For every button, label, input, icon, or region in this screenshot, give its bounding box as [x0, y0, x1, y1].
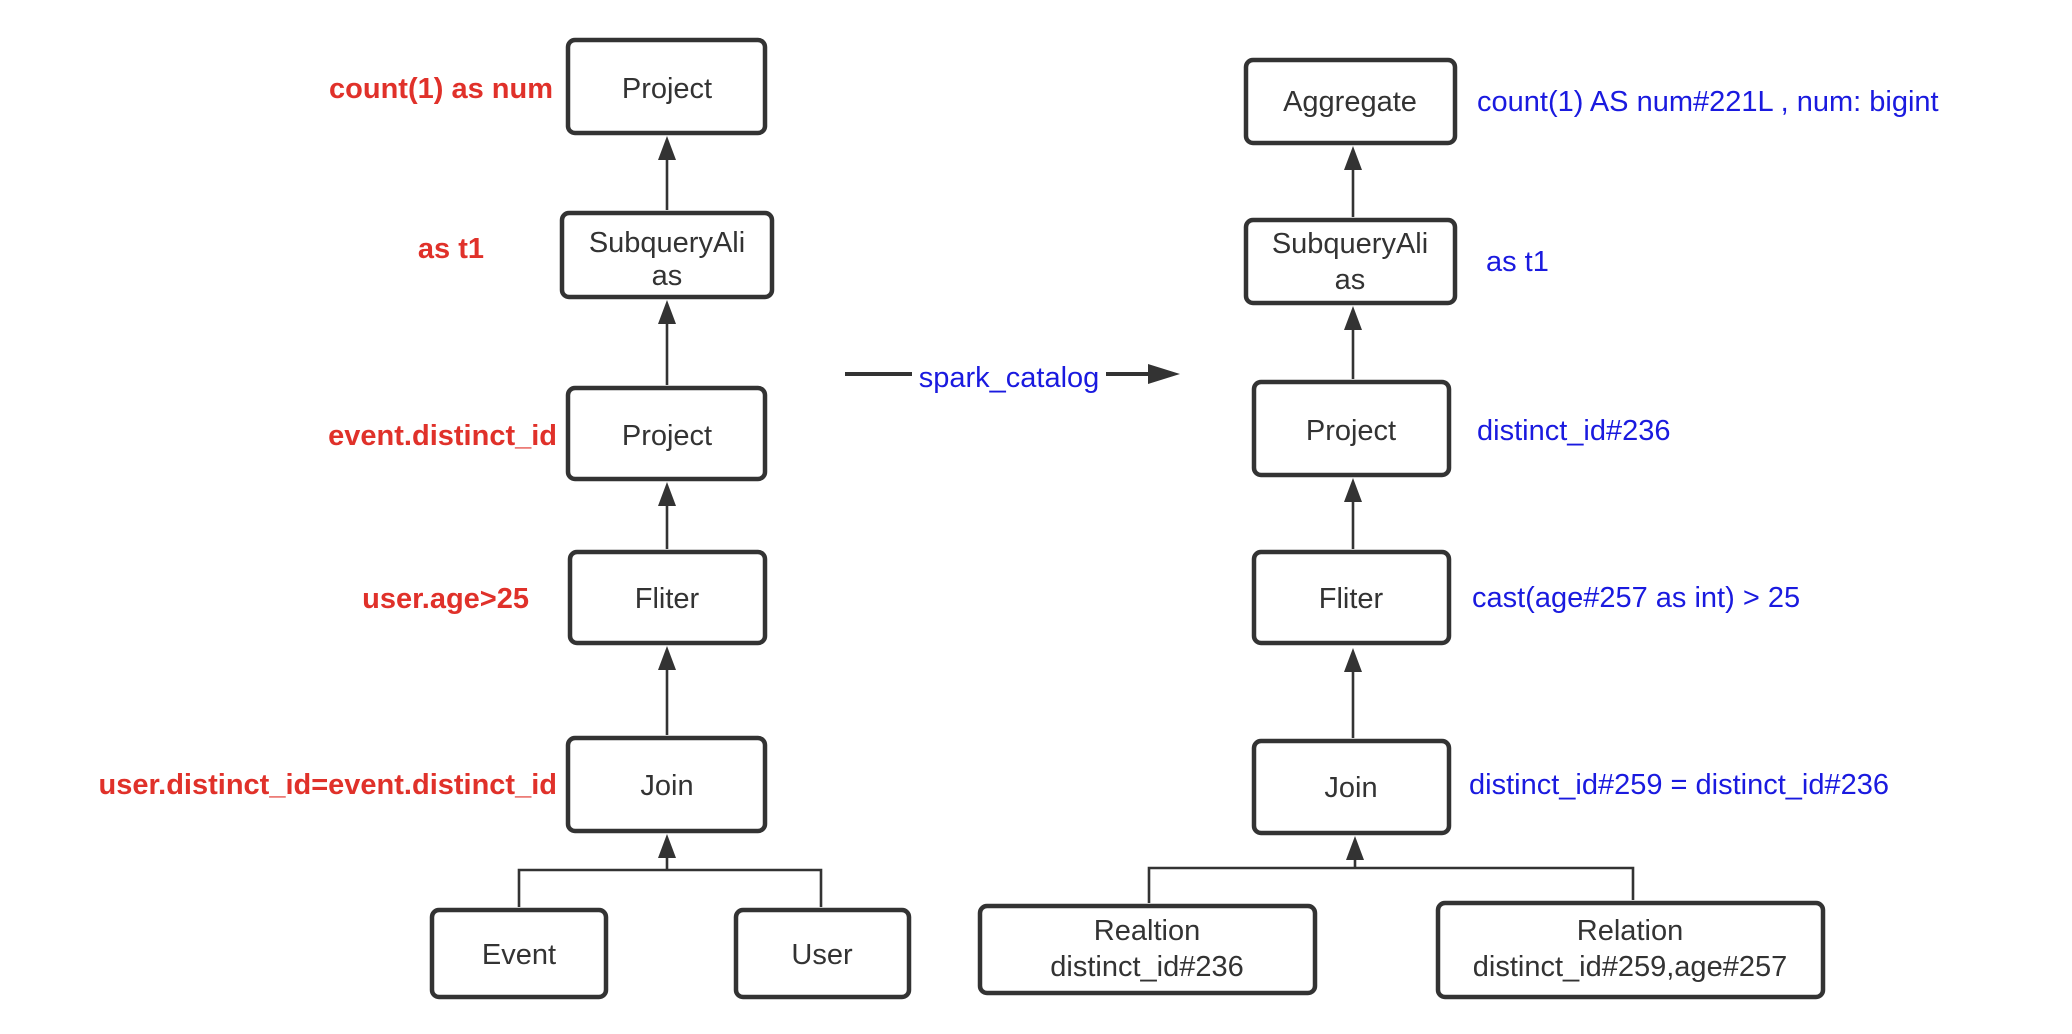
node-label: Aggregate	[1283, 86, 1417, 118]
node-project: Project	[1251, 379, 1452, 478]
left-tree: Project SubqueryAli as Project Fliter Jo…	[99, 37, 912, 1000]
arrowhead	[658, 482, 676, 506]
annotation-join: distinct_id#259 = distinct_id#236	[1469, 769, 1889, 801]
node-project-top: Project	[565, 37, 768, 136]
arrowhead	[658, 136, 676, 160]
left-edges	[517, 136, 823, 907]
arrowhead	[1344, 478, 1362, 502]
node-aggregate: Aggregate	[1243, 57, 1458, 146]
node-label-line2: distinct_id#236	[1050, 951, 1243, 983]
node-filter: Fliter	[1251, 549, 1452, 646]
node-label-line1: SubqueryAli	[1272, 228, 1428, 260]
node-label-line1: Relation	[1577, 915, 1683, 947]
arrowhead	[1344, 306, 1362, 330]
annotation-subquery: as t1	[1486, 246, 1549, 278]
node-label: Join	[640, 770, 693, 802]
node-join: Join	[1251, 738, 1452, 836]
right-tree: Aggregate SubqueryAli as Project Fliter …	[977, 57, 1939, 1000]
transform-arrowhead	[1148, 364, 1180, 384]
node-label: Event	[482, 939, 556, 971]
annotation-project-top: count(1) as num	[329, 73, 553, 105]
node-label-line2: distinct_id#259,age#257	[1473, 951, 1787, 983]
node-label: Project	[622, 420, 712, 452]
node-label-line1: Realtion	[1094, 915, 1200, 947]
node-label: User	[791, 939, 853, 971]
arrowhead	[1344, 146, 1362, 170]
arrowhead	[658, 646, 676, 670]
node-event: Event	[429, 907, 609, 1000]
annotation-subquery: as t1	[418, 233, 484, 265]
annotation-project: distinct_id#236	[1477, 415, 1670, 447]
node-relation-left: Realtion distinct_id#236	[977, 903, 1318, 996]
node-filter: Fliter	[567, 549, 768, 646]
annotation-join: user.distinct_id=event.distinct_id	[99, 769, 558, 801]
node-label: Fliter	[1319, 583, 1384, 615]
right-edges	[1147, 146, 1635, 903]
arrowhead	[1344, 648, 1362, 672]
annotation-project-mid: event.distinct_id	[328, 420, 557, 452]
node-project-mid: Project	[565, 385, 768, 482]
node-relation-right: Relation distinct_id#259,age#257	[1435, 900, 1826, 1000]
node-label: Project	[622, 73, 712, 105]
transform-arrow: spark_catalog	[845, 362, 1180, 394]
edge-event-user-to-join	[517, 868, 823, 907]
annotation-filter: cast(age#257 as int) > 25	[1472, 582, 1800, 614]
left-annotations: count(1) as num as t1 event.distinct_id …	[99, 73, 558, 801]
node-subquery-alias: SubqueryAli as	[1243, 217, 1458, 306]
annotation-aggregate: count(1) AS num#221L , num: bigint	[1477, 86, 1939, 118]
node-label: Join	[1324, 772, 1377, 804]
arrowhead	[1346, 836, 1364, 860]
node-label-line1: SubqueryAli	[589, 227, 745, 259]
arrowhead	[658, 834, 676, 858]
node-user: User	[733, 907, 912, 1000]
edge-relations-to-join	[1147, 866, 1635, 903]
transform-arrow-label: spark_catalog	[919, 362, 1100, 394]
arrowhead	[658, 300, 676, 324]
annotation-filter: user.age>25	[362, 583, 529, 615]
node-label: Project	[1306, 415, 1396, 447]
node-label-line2: as	[652, 260, 683, 292]
node-label: Fliter	[635, 583, 700, 615]
node-label-line2: as	[1335, 264, 1366, 296]
node-join: Join	[565, 735, 768, 834]
right-annotations: count(1) AS num#221L , num: bigint as t1…	[1469, 86, 1939, 801]
node-subquery-alias: SubqueryAli as	[559, 210, 775, 300]
